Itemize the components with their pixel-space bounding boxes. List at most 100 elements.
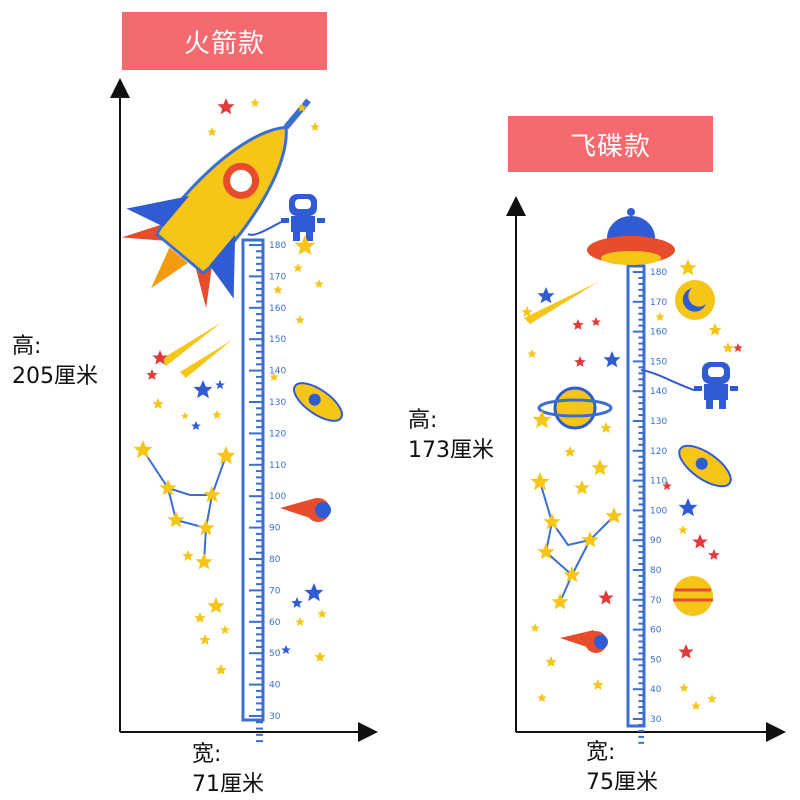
star-icon <box>603 351 621 368</box>
constellation-right <box>539 481 615 603</box>
star-icon <box>708 323 722 336</box>
right-height-label: 高: <box>408 408 438 433</box>
striped-planet-icon <box>673 576 713 616</box>
star-icon <box>199 634 211 645</box>
star-icon <box>733 343 743 353</box>
star-icon <box>273 285 283 295</box>
left-ruler-tick-label: 160 <box>269 304 286 314</box>
right-ruler-tick-label: 30 <box>650 715 662 725</box>
left-ruler-tick-label: 30 <box>269 712 281 722</box>
right-ruler-tick-label: 100 <box>650 506 667 516</box>
star-icon <box>574 480 590 495</box>
planet-icon <box>537 386 613 430</box>
right-ruler-tick-label: 60 <box>650 626 662 636</box>
right-ruler-tick-label: 130 <box>650 417 667 427</box>
right-height-ruler: 1801701601501401301201101009080706050403… <box>626 264 667 744</box>
right-ruler-tick-label: 150 <box>650 357 667 367</box>
right-ruler-tick-label: 70 <box>650 596 662 606</box>
star-icon <box>304 583 324 602</box>
star-icon <box>215 664 227 675</box>
left-width-dimension: 宽: 71厘米 <box>192 740 264 800</box>
right-ruler-tick-label: 160 <box>650 328 667 338</box>
left-ruler-tick-label: 40 <box>269 681 281 691</box>
star-icon <box>564 446 576 457</box>
star-icon <box>193 380 213 399</box>
right-ruler-tick-label: 90 <box>650 536 662 546</box>
right-width-dimension: 宽: 75厘米 <box>586 738 658 798</box>
star-icon <box>600 422 612 433</box>
right-ruler-tick-label: 110 <box>650 477 667 487</box>
left-ruler-tick-label: 70 <box>269 586 281 596</box>
star-icon <box>310 122 320 132</box>
star-icon <box>678 498 698 517</box>
star-icon <box>551 593 569 610</box>
right-height-dimension: 高: 173厘米 <box>408 406 494 466</box>
star-icon <box>314 651 326 662</box>
star-icon <box>530 623 540 633</box>
star-icon <box>679 259 697 276</box>
left-ruler-tick-label: 150 <box>269 335 286 345</box>
star-icon <box>291 597 303 608</box>
small-rocket-icon <box>678 444 732 488</box>
ufo-icon <box>587 208 675 265</box>
star-icon <box>207 597 225 614</box>
star-icon <box>679 683 689 693</box>
left-height-value: 205厘米 <box>12 364 98 389</box>
left-height-dimension: 高: 205厘米 <box>12 332 98 392</box>
star-icon <box>295 315 305 325</box>
star-icon <box>692 534 708 549</box>
comet-icon <box>524 282 598 324</box>
ufo-style-title: 飞碟款 <box>508 116 713 172</box>
star-icon <box>194 612 206 623</box>
star-icon <box>207 127 217 137</box>
star-icon <box>167 511 185 528</box>
left-axes <box>110 78 378 742</box>
star-icon <box>159 479 177 496</box>
star-icon <box>195 553 213 570</box>
left-ruler-tick-label: 60 <box>269 618 281 628</box>
star-icon <box>545 656 557 667</box>
star-icon <box>181 412 189 420</box>
right-ruler-tick-label: 80 <box>650 566 662 576</box>
moon-icon <box>675 280 715 320</box>
rocket-icon <box>121 98 311 309</box>
comet-icon <box>160 322 232 378</box>
star-icon <box>537 287 555 304</box>
left-ruler-tick-label: 80 <box>269 555 281 565</box>
robot-icon <box>640 362 738 409</box>
star-icon <box>592 679 604 690</box>
star-icon <box>598 590 614 605</box>
right-height-value: 173厘米 <box>408 438 494 463</box>
star-icon <box>530 472 550 491</box>
star-icon <box>182 550 194 561</box>
left-width-label: 宽: <box>192 742 222 767</box>
star-icon <box>708 549 720 560</box>
small-rocket-icon <box>293 382 343 422</box>
left-width-value: 71厘米 <box>192 772 264 797</box>
star-icon <box>281 645 291 655</box>
star-icon <box>216 446 236 465</box>
left-ruler-tick-label: 90 <box>269 524 281 534</box>
star-icon <box>707 694 717 704</box>
star-icon <box>295 617 305 627</box>
star-icon <box>574 356 586 367</box>
left-height-ruler: 1801701601501401301201101009080706050403… <box>241 238 286 743</box>
right-ruler-tick-label: 50 <box>650 655 662 665</box>
star-icon <box>146 369 158 380</box>
star-icon <box>678 525 688 535</box>
right-width-label: 宽: <box>586 740 616 765</box>
fireball-planet-icon <box>280 498 331 522</box>
star-icon <box>655 312 665 322</box>
star-icon <box>212 410 222 420</box>
star-icon <box>591 459 609 476</box>
right-ruler-tick-label: 140 <box>650 387 667 397</box>
star-icon <box>314 279 324 289</box>
left-ruler-tick-label: 170 <box>269 272 286 282</box>
fireball-planet-icon <box>560 630 608 653</box>
left-ruler-tick-label: 110 <box>269 461 286 471</box>
star-icon <box>317 609 327 619</box>
star-icon <box>191 421 201 431</box>
left-ruler-tick-label: 120 <box>269 429 286 439</box>
star-icon <box>250 98 260 108</box>
